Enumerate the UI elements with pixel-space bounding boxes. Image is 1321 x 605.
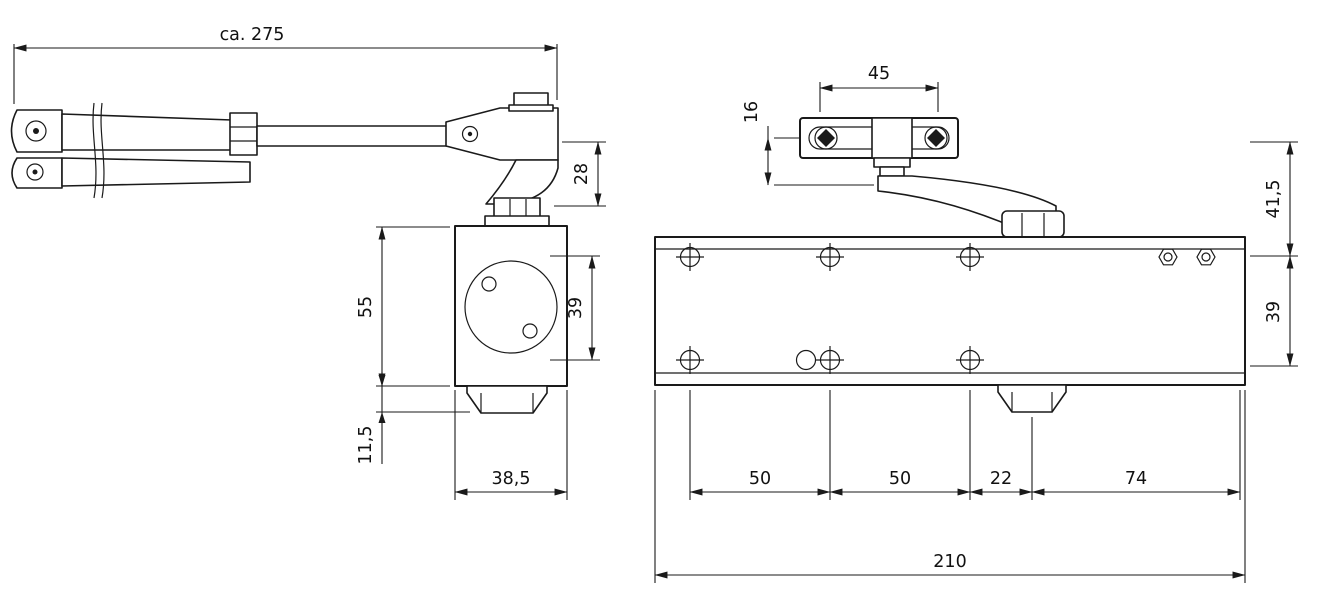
dim-plate-hole-spacing: 45 <box>819 64 939 112</box>
mounting-hole <box>816 346 844 374</box>
valve-hole <box>481 276 497 292</box>
arm-rod <box>256 125 458 147</box>
front-view: 45 16 41,5 39 <box>654 64 1298 583</box>
spindle-washer <box>484 215 550 227</box>
dim-label-overall-length: ca. 275 <box>220 25 285 45</box>
dim-body-height: 55 <box>356 226 450 387</box>
bottom-valve <box>997 384 1067 413</box>
bracket-screw-hole <box>924 126 948 150</box>
dim-label-arm-offset: 28 <box>572 163 592 185</box>
side-view-body <box>454 225 568 414</box>
screw-head-icon <box>927 129 945 147</box>
dim-arm-height: 41,5 <box>1250 141 1298 257</box>
dim-label-body-width: 38,5 <box>492 469 531 489</box>
screw-head-icon <box>817 129 835 147</box>
pivot-hole <box>26 163 44 181</box>
arrowhead <box>378 412 386 423</box>
spindle-nut <box>493 197 541 219</box>
mounting-hole <box>676 346 704 374</box>
plug-hole <box>795 349 817 371</box>
dim-label-spacing-b: 50 <box>889 469 911 489</box>
dim-label-spacing-a: 50 <box>749 469 771 489</box>
bracket-screw-hole <box>814 126 838 150</box>
dim-arm-offset: 28 <box>554 141 606 207</box>
spindle-boss <box>1001 210 1065 238</box>
dim-bore: 39 <box>550 255 600 361</box>
dim-label-body-height: 55 <box>356 296 376 318</box>
mounting-hole <box>956 243 984 271</box>
front-view-bracket <box>799 117 959 177</box>
dim-plate-offset: 16 <box>742 101 874 186</box>
dim-label-valve-depth: 11,5 <box>356 426 376 465</box>
link-pin <box>467 131 473 137</box>
dim-label-spacing-d: 74 <box>1125 469 1147 489</box>
dim-body-width: 38,5 <box>454 390 568 500</box>
clevis-washer <box>508 104 554 112</box>
arm-upper-bar <box>61 113 233 151</box>
pivot-hole <box>25 120 47 142</box>
dim-overall-length: ca. 275 <box>13 25 558 104</box>
hub-collar <box>873 157 911 168</box>
link-pin-hole <box>461 125 479 143</box>
dim-label-hole-row-spacing: 39 <box>1264 301 1284 323</box>
bracket-hub <box>871 117 913 159</box>
housing-outline <box>654 236 1246 386</box>
hub-nut <box>879 166 905 177</box>
bottom-valve <box>466 385 548 414</box>
front-view-housing <box>654 236 1246 413</box>
arm-adjuster-nut <box>229 112 258 156</box>
mounting-hole <box>816 243 844 271</box>
pivot-pin <box>32 169 38 175</box>
dim-hole-chain: 50 50 22 74 <box>689 390 1241 500</box>
mounting-hole <box>956 346 984 374</box>
body-outline <box>454 225 568 387</box>
break-line <box>92 102 97 199</box>
dim-label-plate-offset: 16 <box>742 101 762 123</box>
dim-label-plate-hole-spacing: 45 <box>868 64 890 84</box>
front-view-arm <box>877 175 1065 238</box>
dim-hole-row-spacing: 39 <box>1250 255 1298 367</box>
adjustment-screw-hex <box>1196 248 1216 266</box>
dim-label-bore: 39 <box>566 297 586 319</box>
valve-hole <box>522 323 538 339</box>
dim-label-spacing-c: 22 <box>990 469 1012 489</box>
side-view: ca. 275 28 55 39 11,5 <box>10 25 606 500</box>
break-line <box>100 102 105 199</box>
piston-bore <box>464 260 558 354</box>
pivot-pin <box>33 128 39 134</box>
mounting-hole <box>676 243 704 271</box>
adjustment-screw-hex <box>1158 248 1178 266</box>
side-view-arm <box>10 92 559 227</box>
dim-label-overall-width: 210 <box>933 552 966 572</box>
arm-lower-bar <box>61 157 251 187</box>
dim-overall-width: 210 <box>654 390 1246 583</box>
dim-valve-depth: 11,5 <box>356 372 470 464</box>
arrowhead <box>378 375 386 386</box>
dim-label-arm-height: 41,5 <box>1264 180 1284 219</box>
